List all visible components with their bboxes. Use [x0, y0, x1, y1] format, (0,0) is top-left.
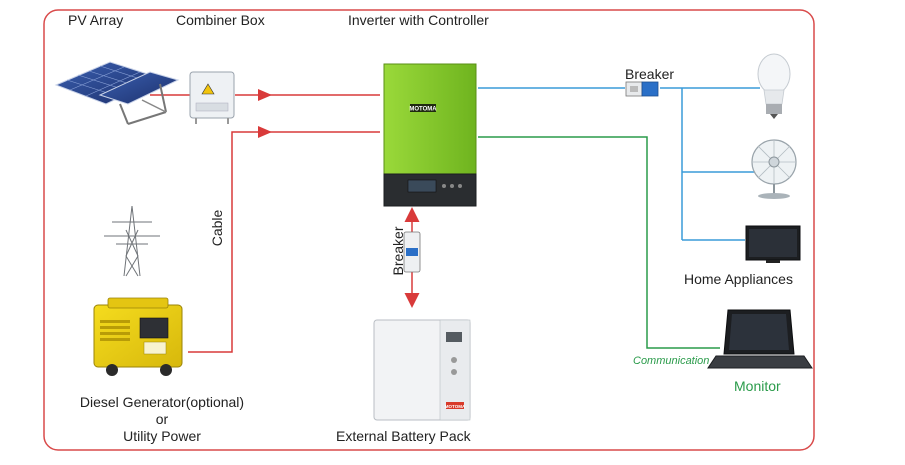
- monitor-label: Monitor: [734, 378, 781, 394]
- generator-label-line1: Diesel Generator(optional): [79, 394, 245, 410]
- breaker-vertical-label: Breaker: [390, 226, 406, 276]
- breaker-top-label: Breaker: [625, 66, 675, 82]
- cable-label: Cable: [209, 209, 225, 247]
- generator-icon: [93, 297, 183, 376]
- generator-label-line3: Utility Power: [123, 428, 201, 444]
- communication-label: Communication: [633, 355, 710, 367]
- generator-label: Diesel Generator(optional) or Utility Po…: [66, 394, 258, 445]
- generator-cable-line: [188, 131, 380, 353]
- battery-pack-icon: [373, 319, 471, 421]
- combiner-arrow: [258, 89, 272, 101]
- inverter-icon: [383, 63, 477, 207]
- pv-array-label: PV Array: [68, 12, 124, 28]
- laptop-icon: [707, 309, 813, 369]
- tv-icon: [745, 225, 801, 263]
- generator-label-line2: or: [155, 411, 169, 427]
- inverter-brand-text: MOTOMA: [409, 107, 437, 113]
- battery-breaker-icon: [403, 231, 421, 273]
- battery-brand-text: MOTOMA: [445, 404, 466, 409]
- combiner-box-label: Combiner Box: [176, 12, 265, 28]
- power-tower-icon: [104, 205, 160, 277]
- inverter-label: Inverter with Controller: [348, 12, 489, 28]
- outer-frame: [43, 9, 815, 451]
- solar-panel-icon: [54, 61, 180, 125]
- battery-pack-label: External Battery Pack: [336, 428, 471, 444]
- light-bulb-icon: [757, 53, 791, 119]
- breaker-icon: [625, 81, 659, 97]
- combiner-box-icon: [189, 71, 235, 124]
- generator-arrow: [258, 126, 272, 138]
- communication-line: [478, 136, 720, 349]
- home-appliances-label: Home Appliances: [684, 271, 793, 287]
- fan-icon: [751, 139, 797, 199]
